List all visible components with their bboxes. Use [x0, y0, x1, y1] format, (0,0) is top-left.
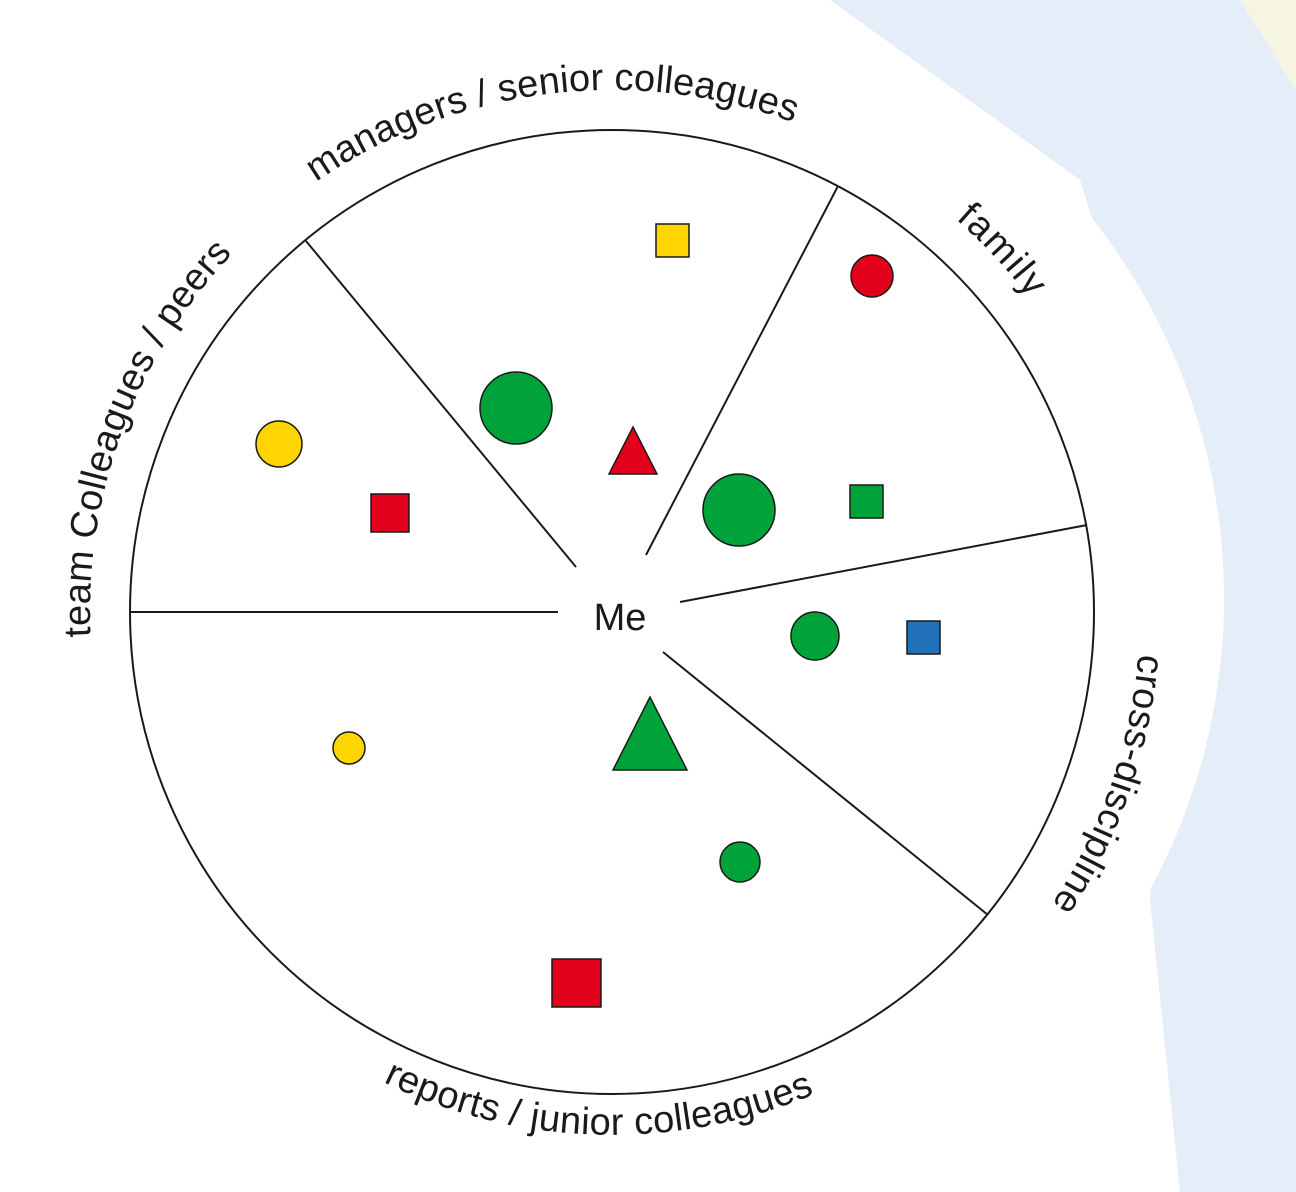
- red-triangle-marker: [607, 425, 659, 475]
- green-circle-marker: [719, 841, 761, 883]
- center-label-me: Me: [594, 597, 647, 639]
- green-circle-marker: [702, 473, 776, 547]
- divider-line: [679, 524, 1088, 603]
- sector-dividers: [130, 185, 1088, 916]
- yellow-square-marker: [655, 223, 690, 258]
- green-triangle-marker: [611, 695, 689, 771]
- divider-line: [305, 240, 577, 568]
- blue-square-marker: [906, 620, 941, 655]
- green-square-marker: [849, 484, 884, 519]
- yellow-circle-marker: [255, 420, 303, 468]
- green-circle-marker: [479, 371, 553, 445]
- relationship-markers: [255, 223, 941, 1008]
- yellow-circle-marker: [332, 731, 366, 765]
- divider-line: [662, 651, 989, 916]
- red-circle-marker: [850, 254, 894, 298]
- divider-line: [645, 185, 839, 556]
- red-square-marker: [370, 493, 410, 533]
- green-circle-marker: [790, 611, 840, 661]
- red-square-marker: [551, 958, 602, 1008]
